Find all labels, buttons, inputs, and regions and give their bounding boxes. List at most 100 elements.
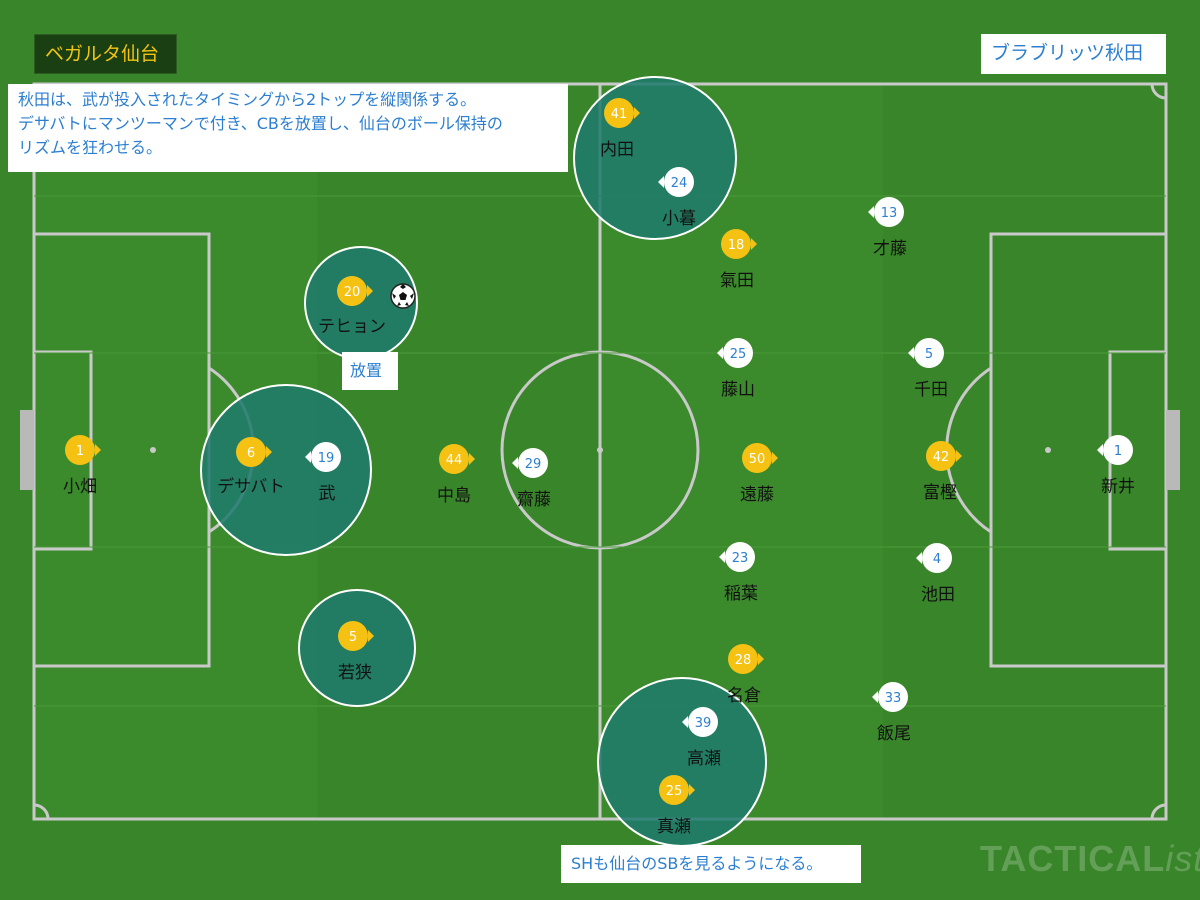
home-player-marker: 42: [926, 441, 962, 471]
player-number: 1: [1114, 444, 1122, 459]
away-player-marker: 29: [512, 448, 548, 478]
player-number: 28: [735, 653, 752, 668]
player-number: 44: [446, 453, 463, 468]
player-disc: [439, 444, 469, 474]
player-disc: [725, 542, 755, 572]
player-disc: [236, 437, 266, 467]
away-player-marker: 39: [682, 707, 718, 737]
player-disc: [878, 682, 908, 712]
player-disc: [337, 276, 367, 306]
away-player-marker: 1: [1097, 435, 1133, 465]
player-number: 13: [881, 206, 898, 221]
player-disc: [338, 621, 368, 651]
player-name: 中島: [437, 486, 471, 506]
away-player-marker: 13: [868, 197, 904, 227]
highlight-zone-desabato-take: [200, 384, 372, 556]
free-note: 放置: [342, 352, 398, 390]
player-number: 20: [344, 285, 361, 300]
player-disc: [659, 775, 689, 805]
player-disc: [922, 543, 952, 573]
away-player-marker: 5: [908, 338, 944, 368]
goals: [20, 410, 1180, 490]
player-disc: [723, 338, 753, 368]
player-disc: [688, 707, 718, 737]
player-name: 富樫: [923, 483, 957, 503]
player-disc: [65, 435, 95, 465]
home-player-marker: 5: [338, 621, 374, 651]
watermark: TACTICALista: [980, 838, 1200, 879]
highlight-zone-uchida-kogure: [573, 76, 737, 240]
home-player-marker: 18: [721, 229, 757, 259]
highlight-zones: [200, 76, 767, 847]
player-name: 武: [318, 484, 336, 504]
player-name: 小畑: [63, 477, 97, 497]
player-number: 25: [666, 784, 683, 799]
player-name: 新井: [1101, 477, 1135, 497]
sh-note: SHも仙台のSBを見るようになる。: [561, 845, 861, 883]
player-name: 小暮: [662, 209, 696, 229]
player-disc: [664, 167, 694, 197]
home-player-marker: 25: [659, 775, 695, 805]
player-name: 稲葉: [724, 584, 758, 604]
player-number: 18: [728, 238, 745, 253]
player-number: 4: [933, 552, 941, 567]
player-name: テヒョン: [318, 317, 386, 337]
player-disc: [518, 448, 548, 478]
player-name: デサバト: [217, 477, 285, 497]
player-number: 25: [730, 347, 747, 362]
player-name: 名倉: [727, 686, 761, 706]
player-disc: [311, 442, 341, 472]
home-player-marker: 28: [728, 644, 764, 674]
player-disc: [874, 197, 904, 227]
player-number: 24: [671, 176, 688, 191]
home-player-marker: 1: [65, 435, 101, 465]
player-disc: [728, 644, 758, 674]
player-number: 41: [611, 107, 628, 122]
away-player-marker: 19: [305, 442, 341, 472]
away-player-marker: 24: [658, 167, 694, 197]
away-team-label: ブラブリッツ秋田: [981, 34, 1166, 74]
player-name: 齋藤: [517, 490, 551, 510]
player-number: 5: [925, 347, 933, 362]
home-player-marker: 50: [742, 443, 778, 473]
home-player-marker: 20: [337, 276, 373, 306]
ball-icon: [390, 283, 416, 309]
player-name: 高瀬: [687, 749, 721, 769]
player-number: 6: [247, 446, 255, 461]
player-number: 23: [732, 551, 749, 566]
player-disc: [604, 98, 634, 128]
player-name: 千田: [914, 380, 948, 400]
player-disc: [721, 229, 751, 259]
player-disc: [1103, 435, 1133, 465]
player-number: 39: [695, 716, 712, 731]
player-name: 藤山: [721, 380, 755, 400]
player-name: 内田: [600, 140, 634, 160]
home-player-marker: 6: [236, 437, 272, 467]
player-number: 50: [749, 452, 766, 467]
away-player-marker: 25: [717, 338, 753, 368]
player-name: 氣田: [720, 271, 754, 291]
player-disc: [914, 338, 944, 368]
player-number: 29: [525, 457, 542, 472]
home-team-label: ベガルタ仙台: [34, 34, 177, 74]
player-markers: 1 6 20 5 44 41 18 50 42 28 25 1 19 29 24 13 25 5 23 4 33 39: [65, 98, 1133, 805]
pitch-spots: [150, 447, 1051, 453]
away-player-marker: 23: [719, 542, 755, 572]
player-name: 真瀬: [657, 817, 691, 837]
home-player-marker: 41: [604, 98, 640, 128]
player-disc: [742, 443, 772, 473]
home-player-marker: 44: [439, 444, 475, 474]
player-number: 33: [885, 691, 902, 706]
player-number: 1: [76, 444, 84, 459]
player-number: 5: [349, 630, 357, 645]
away-player-marker: 4: [916, 543, 952, 573]
player-name: 若狭: [338, 663, 372, 683]
player-disc: [926, 441, 956, 471]
player-name: 遠藤: [740, 485, 774, 505]
player-number: 42: [933, 450, 950, 465]
away-player-marker: 33: [872, 682, 908, 712]
tactic-note: 秋田は、武が投入されたタイミングから2トップを縦関係する。 デサバトにマンツーマ…: [8, 84, 568, 172]
player-number: 19: [318, 451, 335, 466]
player-name: 才藤: [873, 239, 907, 259]
